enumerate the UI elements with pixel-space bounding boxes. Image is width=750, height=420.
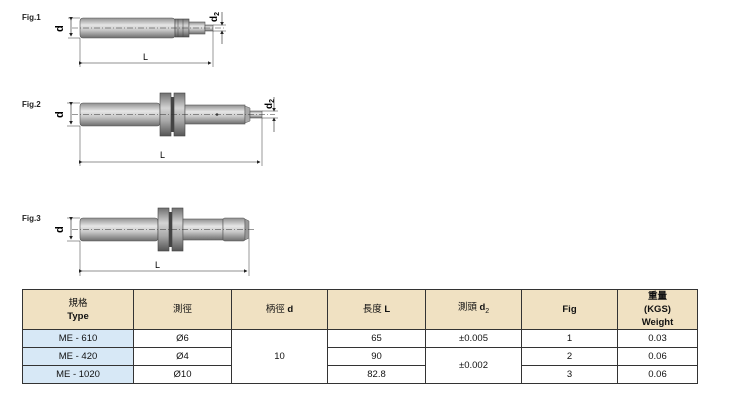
fig2-d2-label: d: [264, 103, 275, 109]
cell-type: ME - 420: [22, 347, 134, 366]
header-type-cn: 規格: [68, 297, 88, 309]
fig1-d-label: d: [54, 25, 66, 32]
header-fig: Fig: [521, 289, 618, 330]
fig2-L-label: L: [160, 150, 165, 160]
header-weight-unit: (KGS): [644, 304, 671, 315]
cell-measure: Ø10: [133, 365, 232, 384]
fig3-d-label: d: [54, 226, 66, 233]
header-shank-dia-cn: 柄徑: [265, 304, 285, 315]
header-type: 規格 Type: [22, 289, 134, 330]
table-row: ME - 420 Ø4 90 ±0.002 2 0.06: [22, 347, 698, 384]
header-shank-dia: 柄徑 d: [231, 289, 328, 330]
cell-type: ME - 610: [22, 329, 134, 348]
header-shank-dia-sym: d: [287, 304, 294, 315]
cell-length: 90: [327, 347, 426, 366]
header-tip-sub: 2: [485, 307, 490, 315]
fig2-d2-sub: 2: [269, 99, 276, 103]
table-header-row: 規格 Type 測徑 柄徑 d 長度 L 測頭 d2 Fig 重量: [22, 289, 698, 330]
cell-fig: 2: [521, 347, 618, 366]
fig2-drawing: d d2 L: [54, 92, 278, 166]
header-tip-sym: d: [479, 302, 486, 314]
header-measure-dia-label: 測徑: [172, 304, 192, 315]
fig1-drawing: d d2 L: [54, 12, 226, 67]
cell-weight: 0.06: [617, 365, 698, 384]
fig3-label: Fig.3: [22, 214, 41, 223]
header-length: 長度 L: [327, 289, 426, 330]
header-weight-en: Weight: [641, 317, 674, 328]
fig1-label: Fig.1: [22, 13, 41, 22]
fig2-d-label: d: [54, 111, 66, 118]
header-tip-cn: 測頭: [457, 302, 477, 314]
fig1-d2-label: d: [209, 16, 220, 22]
header-weight-cn: 重量: [647, 291, 667, 302]
header-fig-label: Fig: [562, 304, 577, 315]
cell-weight: 0.06: [617, 347, 698, 366]
header-measure-dia: 測徑: [133, 289, 232, 330]
header-weight: 重量 (KGS) Weight: [617, 289, 698, 330]
drawings: d d2 L d d2 L: [54, 12, 278, 276]
cell-measure: Ø6: [133, 329, 232, 348]
header-type-en: Type: [67, 310, 89, 322]
svg-text:d2: d2: [264, 99, 276, 109]
fig2-label: Fig.2: [22, 100, 41, 109]
fig1-L-label: L: [143, 52, 148, 62]
cell-weight: 0.03: [617, 329, 698, 348]
cell-tip-tol: ±0.005: [425, 329, 522, 348]
table-row: ME - 610 Ø6 10 65 ±0.005 1 0.03: [22, 329, 698, 384]
cell-tip-tol: ±0.002: [425, 347, 522, 384]
table-row: ME - 1020 Ø10 82.8 3 0.06: [22, 365, 698, 384]
cell-fig: 1: [521, 329, 618, 348]
cell-type: ME - 1020: [22, 365, 134, 384]
svg-text:d2: d2: [209, 12, 221, 22]
header-length-sym: L: [384, 304, 391, 315]
fig3-L-label: L: [155, 260, 160, 270]
cell-length: 82.8: [327, 365, 426, 384]
cell-fig: 3: [521, 365, 618, 384]
spec-table: 規格 Type 測徑 柄徑 d 長度 L 測頭 d2 Fig 重量: [22, 289, 698, 384]
cell-shank: 10: [231, 329, 328, 384]
fig1-d2-sub: 2: [214, 12, 221, 16]
header-length-cn: 長度: [362, 304, 382, 315]
fig3-drawing: d L: [54, 207, 256, 276]
header-tip: 測頭 d2: [425, 289, 522, 330]
cell-length: 65: [327, 329, 426, 348]
cell-measure: Ø4: [133, 347, 232, 366]
